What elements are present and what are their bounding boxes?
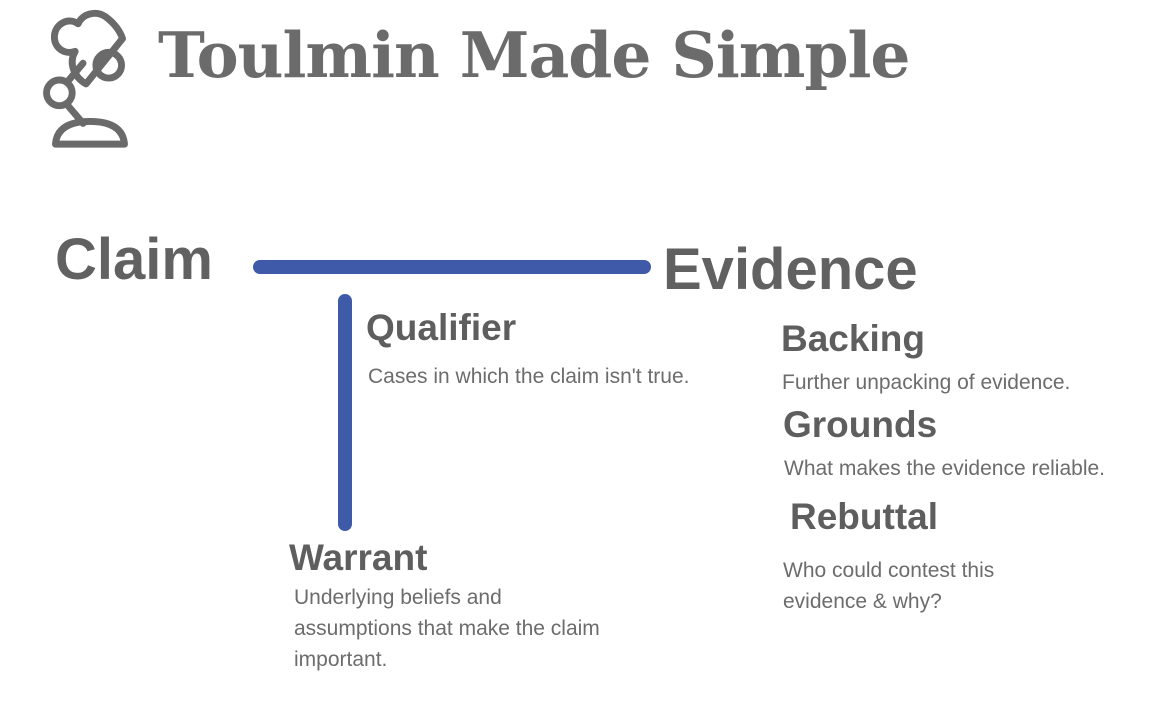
claim-label: Claim — [55, 227, 213, 292]
claim-evidence-connector-line — [253, 260, 651, 274]
warrant-description: Underlying beliefs and assumptions that … — [294, 586, 600, 671]
backing-description: Further unpacking of evidence. — [782, 371, 1071, 394]
page-title: Toulmin Made Simple — [158, 18, 911, 92]
evidence-label: Evidence — [663, 237, 918, 302]
desk-lamp-icon — [43, 9, 128, 148]
backing-heading: Backing — [781, 318, 925, 359]
grounds-heading: Grounds — [783, 404, 938, 445]
rebuttal-heading: Rebuttal — [790, 496, 938, 537]
rebuttal-description: Who could contest this evidence & why? — [783, 559, 995, 613]
qualifier-warrant-connector-line — [338, 294, 352, 531]
qualifier-heading: Qualifier — [366, 307, 517, 348]
warrant-heading: Warrant — [289, 537, 428, 578]
grounds-description: What makes the evidence reliable. — [784, 457, 1105, 480]
qualifier-description: Cases in which the claim isn't true. — [368, 365, 690, 388]
